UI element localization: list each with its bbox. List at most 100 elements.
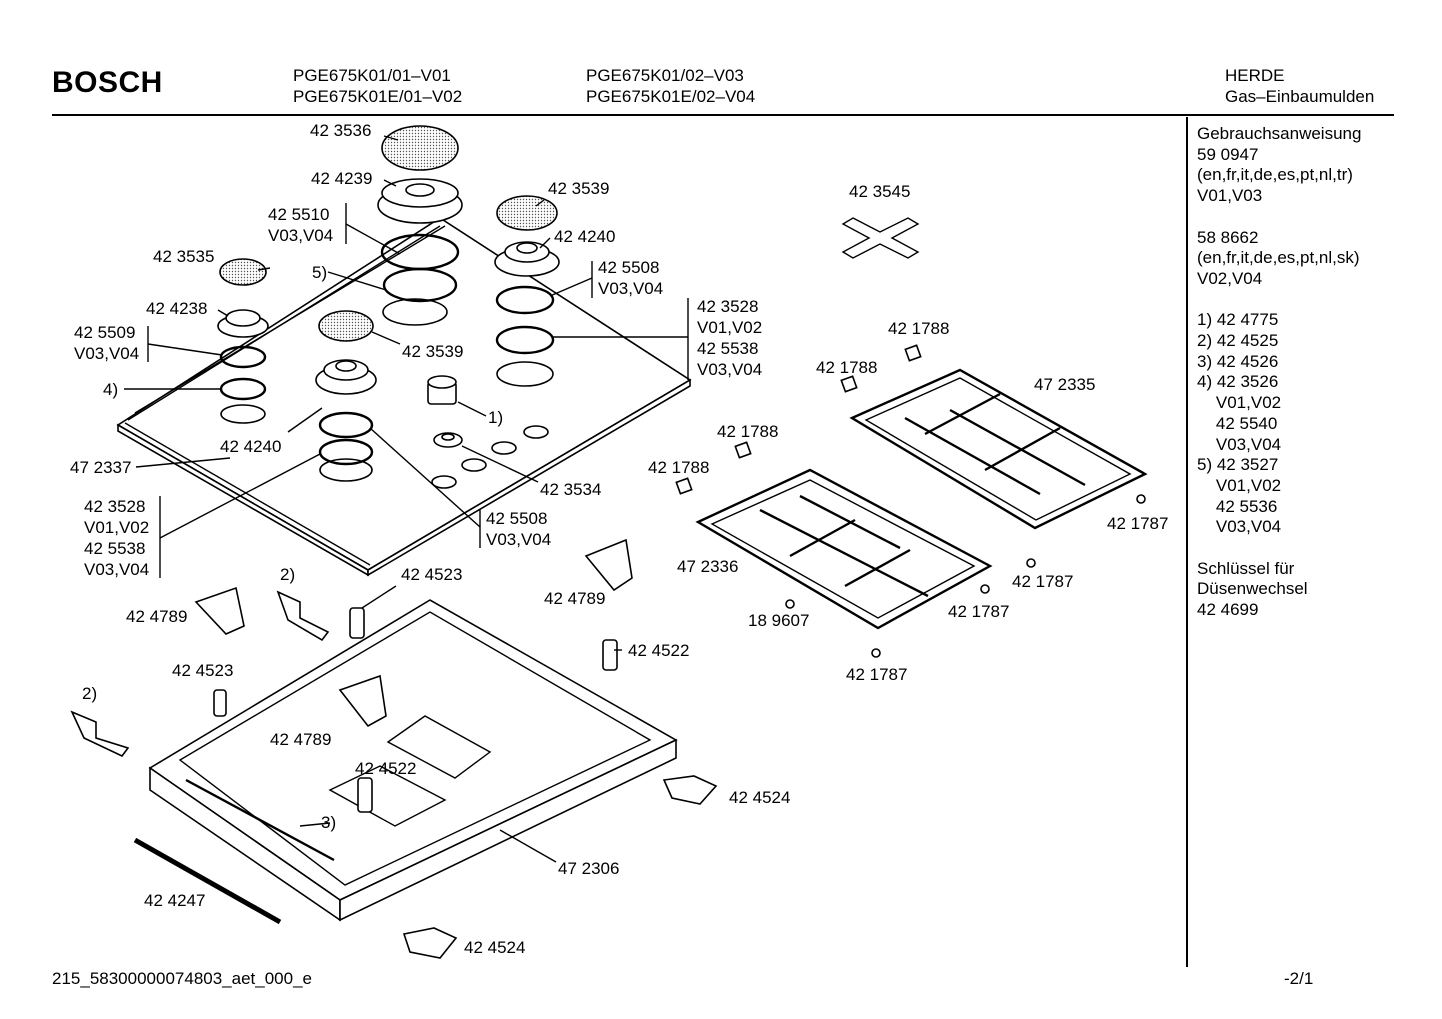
sidebar-line: V03,V04 — [1197, 517, 1282, 537]
document-id: 215_58300000074803_aet_000_e — [52, 969, 312, 988]
sidebar-line: 42 5536 — [1197, 496, 1278, 516]
sidebar-line: Düsenwechsel — [1197, 579, 1308, 599]
burner-caps — [219, 125, 558, 342]
part-label: 42 4522 — [355, 759, 416, 778]
part-label: 42 5508 — [486, 509, 547, 528]
model-list-2: PGE675K01/02–V03 PGE675K01E/02–V04 — [586, 65, 755, 107]
grid-clips — [675, 344, 922, 495]
part-label: 3) — [321, 813, 336, 832]
sidebar-line: V02,V04 — [1197, 268, 1263, 288]
rubber-feet — [785, 494, 1146, 658]
part-label: 42 1787 — [1012, 572, 1073, 591]
part-label: 42 4522 — [628, 641, 689, 660]
part-label: 47 2337 — [70, 458, 131, 477]
category-line: HERDE — [1225, 66, 1285, 85]
part-label: 47 2336 — [677, 557, 738, 576]
part-label: 42 3539 — [548, 179, 609, 198]
sidebar-line: 4) 42 3526 — [1197, 372, 1279, 392]
model-number: PGE675K01/02–V03 — [586, 66, 744, 85]
model-list-1: PGE675K01/01–V01 PGE675K01E/01–V02 — [293, 65, 462, 107]
part-label: 2) — [280, 565, 295, 584]
sidebar-line: Gebrauchsanweisung — [1197, 124, 1362, 143]
part-label: 42 1788 — [816, 358, 877, 377]
sidebar-line: 3) 42 4526 — [1197, 351, 1279, 371]
part-labels: 42 3536 42 4239 42 5510 V03,V04 42 3539 … — [70, 121, 1168, 957]
sidebar-divider — [1186, 117, 1188, 967]
part-label: 42 3536 — [310, 121, 371, 140]
part-label: V01,V02 — [697, 318, 762, 337]
sidebar-line: 5) 42 3527 — [1197, 455, 1279, 475]
part-label: V03,V04 — [697, 360, 762, 379]
part-label: 42 1788 — [888, 319, 949, 338]
part-label: 47 2335 — [1034, 375, 1095, 394]
gas-nozzles — [213, 607, 618, 813]
mounting-brackets — [70, 538, 718, 959]
sidebar-line: 59 0947 — [1197, 144, 1259, 164]
model-number: PGE675K01E/01–V02 — [293, 87, 463, 106]
page-number: -2/1 — [1284, 969, 1314, 988]
sidebar-line: 2) 42 4525 — [1197, 331, 1279, 350]
part-label: 42 4238 — [146, 299, 207, 318]
control-knob — [427, 375, 463, 448]
part-label: 42 4789 — [270, 730, 331, 749]
pan-support-left — [695, 468, 993, 630]
spider-bracket — [841, 217, 920, 259]
part-label: 42 3528 — [84, 497, 145, 516]
brand-logo: BOSCH — [52, 66, 163, 99]
part-label: 47 2306 — [558, 859, 619, 878]
part-label: 42 5538 — [697, 339, 758, 358]
part-label: V03,V04 — [268, 226, 333, 245]
part-label: 42 4789 — [126, 607, 187, 626]
sidebar-line: Schlüssel für — [1197, 558, 1295, 578]
product-category: HERDE Gas–Einbaumulden — [1225, 65, 1374, 107]
part-label: 42 3535 — [153, 247, 214, 266]
part-label: 42 4524 — [729, 788, 790, 807]
part-label: 42 5509 — [74, 323, 135, 342]
sidebar-line: V03,V04 — [1197, 434, 1282, 454]
part-label: 42 1787 — [846, 665, 907, 684]
base-tray — [148, 599, 678, 922]
part-label: 42 4523 — [172, 661, 233, 680]
part-label: V03,V04 — [486, 530, 551, 549]
part-label: 42 5508 — [598, 258, 659, 277]
part-label: 42 4240 — [220, 437, 281, 456]
sidebar-line: V01,V02 — [1197, 393, 1282, 413]
seal-rings — [219, 233, 555, 466]
leader-lines — [124, 135, 689, 863]
part-label: V03,V04 — [84, 560, 149, 579]
panel-burner-holes — [220, 298, 554, 489]
pan-support-right — [849, 368, 1148, 530]
part-label: 42 1787 — [1107, 514, 1168, 533]
sidebar-line: (en,fr,it,de,es,pt,nl,sk) — [1197, 248, 1360, 268]
part-label: 42 4789 — [544, 589, 605, 608]
sidebar-notes: Gebrauchsanweisung 59 0947 (en,fr,it,de,… — [1197, 124, 1361, 621]
gasket-strip — [133, 837, 282, 925]
part-label: 42 3528 — [697, 297, 758, 316]
sidebar-line: V01,V02 — [1197, 475, 1282, 495]
sidebar-line: 42 5540 — [1197, 413, 1278, 433]
part-label: 42 5538 — [84, 539, 145, 558]
part-label: 42 3539 — [402, 342, 463, 361]
burner-bodies — [217, 178, 560, 395]
part-label: 18 9607 — [748, 611, 809, 630]
part-label: 5) — [312, 263, 327, 282]
part-label: 42 5510 — [268, 205, 329, 224]
part-label: 42 1788 — [717, 422, 778, 441]
part-label: V03,V04 — [74, 344, 139, 363]
part-label: V01,V02 — [84, 518, 149, 537]
model-number: PGE675K01E/02–V04 — [586, 87, 756, 106]
part-label: 42 1787 — [948, 602, 1009, 621]
part-label: 42 4239 — [311, 169, 372, 188]
part-label: 4) — [103, 380, 118, 399]
sidebar-line: 58 8662 — [1197, 227, 1259, 247]
part-label: 42 1788 — [648, 458, 709, 477]
part-label: 2) — [82, 684, 97, 703]
sidebar-line: 42 4699 — [1197, 600, 1259, 620]
part-label: 42 4523 — [401, 565, 462, 584]
model-number: PGE675K01/01–V01 — [293, 66, 451, 85]
part-label: 42 4524 — [464, 938, 525, 957]
part-label: 42 3534 — [540, 480, 601, 499]
part-label: 42 4240 — [554, 227, 615, 246]
